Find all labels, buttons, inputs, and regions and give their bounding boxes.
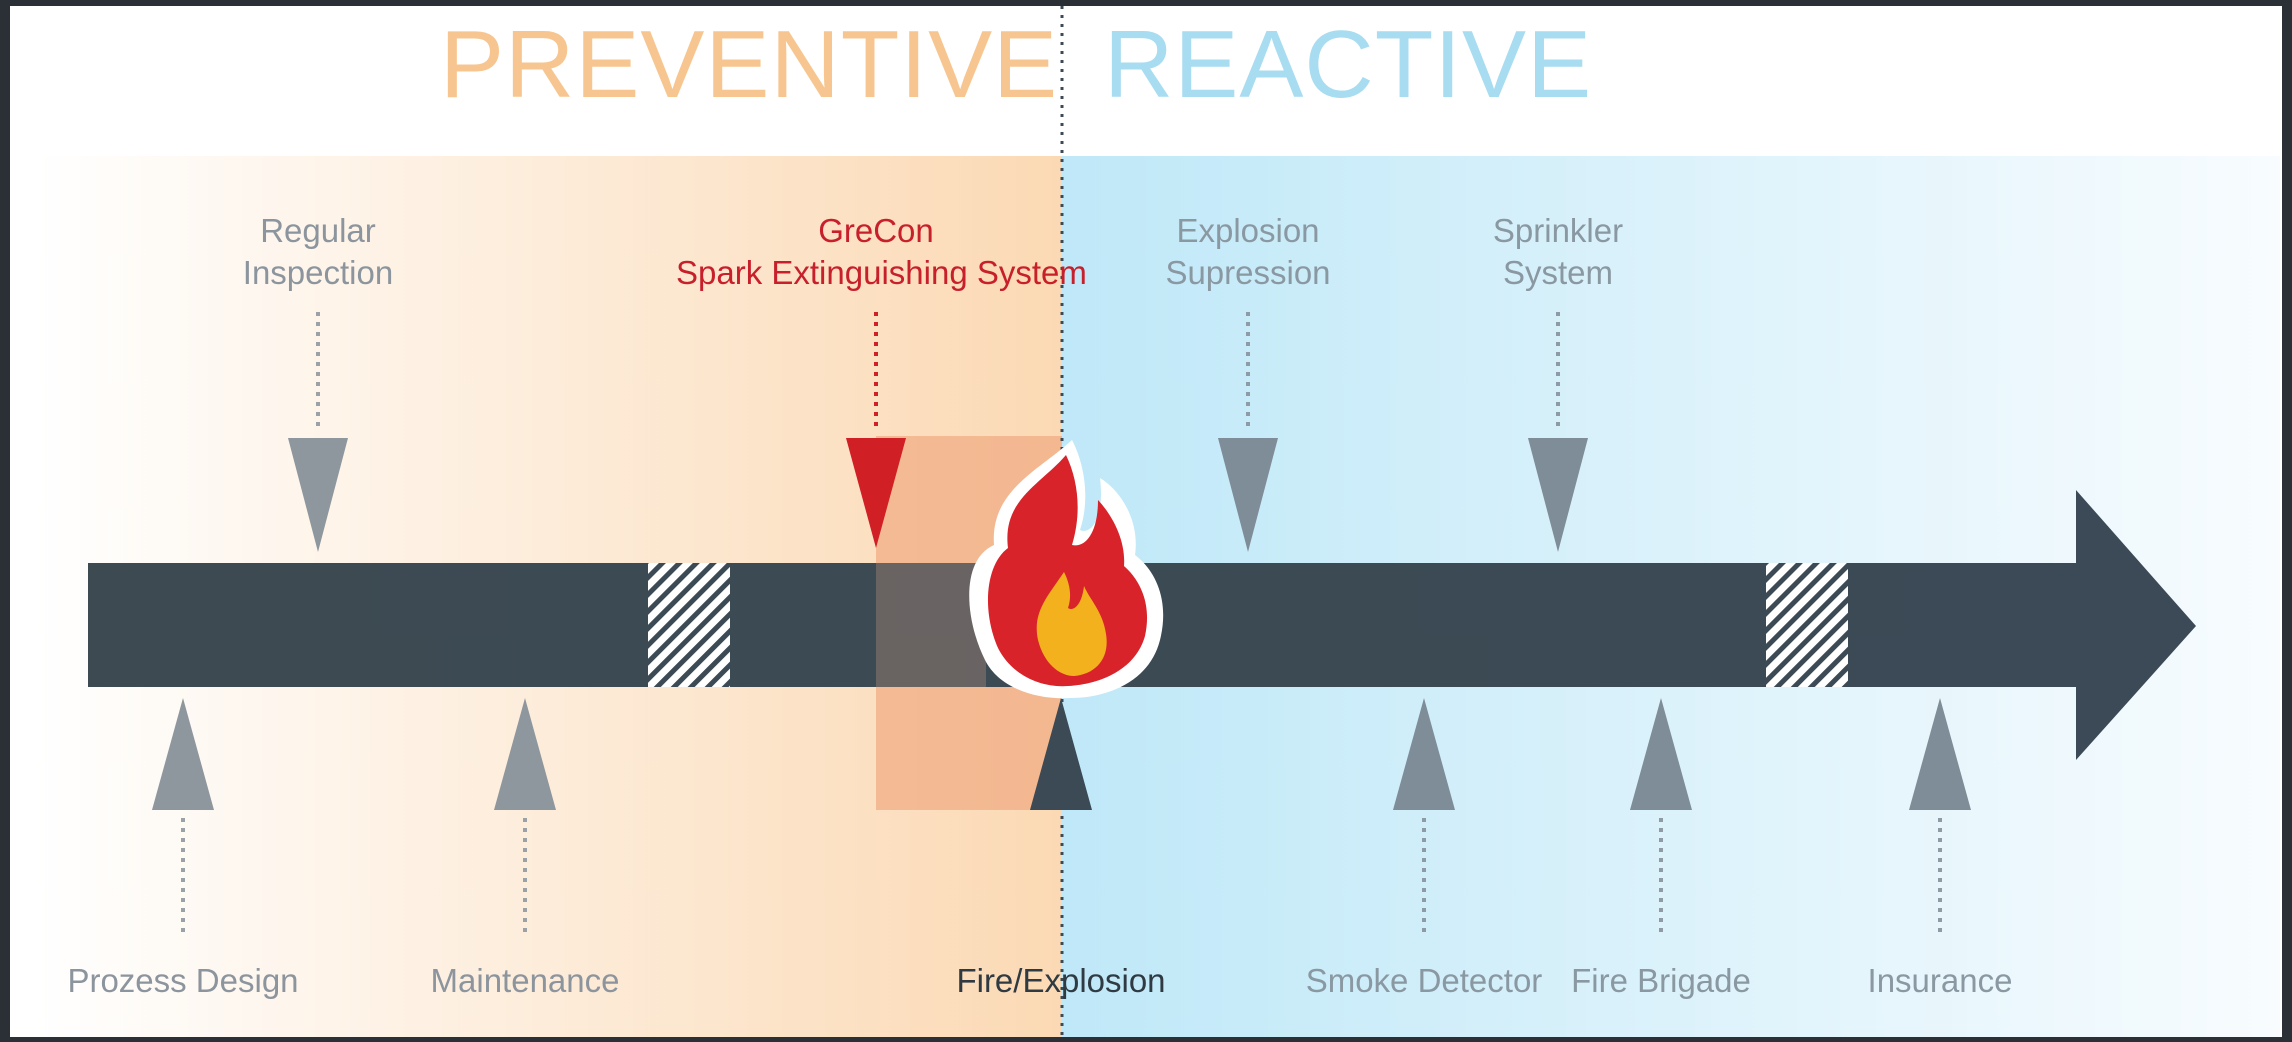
up-arrow-icon — [152, 698, 214, 810]
timeline-highlight-overlay — [876, 563, 986, 687]
flame-icon — [969, 440, 1164, 699]
reactive-heading: REACTIVE — [1104, 0, 1664, 130]
label-regular-inspection-line1: Regular — [260, 212, 376, 249]
label-sprinkler-system: Sprinkler System — [1438, 210, 1678, 294]
label-fire-brigade: Fire Brigade — [1541, 960, 1781, 1002]
marker-fire-explosion — [1030, 698, 1092, 810]
label-grecon: GreCon Spark Extinguishing System — [676, 210, 1087, 294]
up-arrow-icon — [1630, 698, 1692, 810]
label-regular-inspection-line2: Inspection — [242, 254, 394, 291]
timeline-gap-left — [648, 563, 730, 687]
label-explosion-supression-line1: Explosion — [1176, 212, 1320, 249]
up-arrow-icon — [494, 698, 556, 810]
label-maintenance: Maintenance — [405, 960, 645, 1002]
marker-sprinkler-system — [1528, 312, 1588, 552]
preventive-heading: PREVENTIVE — [440, 0, 1059, 130]
label-grecon-line1: GreCon — [818, 212, 934, 249]
marker-regular-inspection — [288, 312, 348, 552]
label-insurance: Insurance — [1830, 960, 2050, 1002]
down-arrow-icon — [846, 438, 906, 548]
label-sprinkler-system-line1: Sprinkler — [1492, 212, 1624, 249]
marker-explosion-supression — [1218, 312, 1278, 552]
down-arrow-icon — [1218, 438, 1278, 552]
up-arrow-icon — [1030, 698, 1092, 810]
label-explosion-supression: Explosion Supression — [1128, 210, 1368, 294]
label-explosion-supression-line2: Supression — [1165, 254, 1331, 291]
preventive-heading-text: PREVENTIVE — [440, 11, 1059, 118]
up-arrow-icon — [1393, 698, 1455, 810]
down-arrow-icon — [1528, 438, 1588, 552]
marker-maintenance — [494, 698, 556, 934]
label-fire-explosion-text: Fire/Explosion — [956, 962, 1166, 999]
marker-fire-brigade — [1630, 698, 1692, 934]
label-insurance-text: Insurance — [1867, 962, 2013, 999]
label-prozess-design: Prozess Design — [43, 960, 323, 1002]
marker-grecon — [846, 312, 906, 548]
down-arrow-icon — [288, 438, 348, 552]
label-smoke-detector-text: Smoke Detector — [1305, 962, 1543, 999]
up-arrow-icon — [1909, 698, 1971, 810]
label-grecon-line2: Spark Extinguishing System — [676, 254, 1087, 291]
label-sprinkler-system-line2: System — [1502, 254, 1614, 291]
label-prozess-design-text: Prozess Design — [67, 962, 299, 999]
marker-insurance — [1909, 698, 1971, 934]
marker-prozess-design — [152, 698, 214, 934]
label-fire-explosion: Fire/Explosion — [931, 960, 1191, 1002]
label-fire-brigade-text: Fire Brigade — [1571, 962, 1751, 999]
label-smoke-detector: Smoke Detector — [1289, 960, 1559, 1002]
label-regular-inspection: Regular Inspection — [198, 210, 438, 294]
label-maintenance-text: Maintenance — [430, 962, 620, 999]
reactive-heading-text: REACTIVE — [1104, 11, 1593, 118]
marker-smoke-detector — [1393, 698, 1455, 934]
timeline-gap-right — [1766, 563, 1848, 687]
